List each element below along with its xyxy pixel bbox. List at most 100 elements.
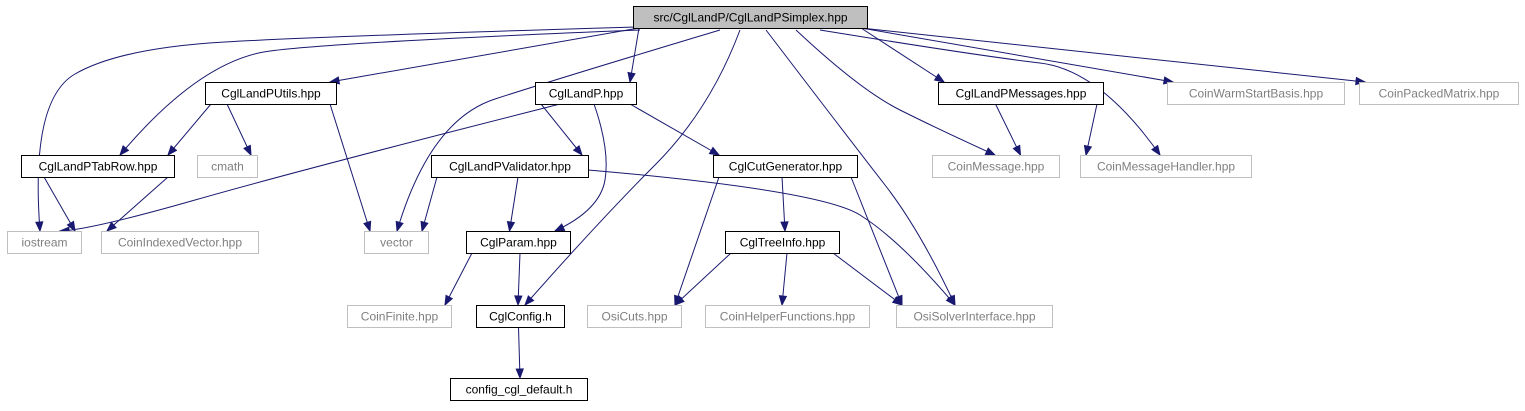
edge-root-to-tabrow-arrowhead [119,145,130,157]
edge-root-to-config [524,29,741,306]
node-packed-box [1359,82,1519,105]
node-messages[interactable]: CglLandPMessages.hpp [938,82,1104,105]
node-helper-box [705,305,870,328]
node-treeinfo-box [725,231,840,254]
node-iostream-box [7,231,82,254]
node-coinmsg-label: CoinMessage.hpp [948,160,1045,174]
edge-landp-to-validator [540,103,583,156]
edge-cutgen-to-treeinfo-arrowhead [780,221,789,233]
edge-treeinfo-to-solver-arrowhead [891,295,904,306]
edge-root-to-utils [329,27,640,83]
edge-tabrow-to-iostream-arrowhead [66,220,76,233]
node-cutgen-label: CglCutGenerator.hpp [729,160,843,174]
edge-validator-to-param-arrowhead [506,220,516,233]
edge-treeinfo-to-solver [832,252,903,306]
edge-root-to-solver [765,29,956,306]
node-indexed: CoinIndexedVector.hpp [101,231,259,254]
node-msghandler-box [1080,155,1252,178]
edge-tabrow-to-indexed [106,176,169,232]
node-param-box [466,231,571,254]
node-coinmsg: CoinMessage.hpp [932,155,1060,178]
node-indexed-box [101,231,259,254]
edge-tabrow-to-indexed-arrowhead [105,221,117,232]
edge-utils-to-vector-arrowhead [363,220,372,233]
node-root[interactable]: src/CglLandP/CglLandPSimplex.hpp [633,6,868,29]
edge-treeinfo-to-osicuts-arrowhead [673,295,685,306]
edge-validator-to-solver [587,169,956,306]
node-treeinfo[interactable]: CglTreeInfo.hpp [725,231,840,254]
node-solver-box [896,305,1053,328]
node-landp[interactable]: CglLandP.hpp [535,82,637,105]
edge-utils-to-cmath-arrowhead [243,144,252,157]
edge-messages-to-coinmsg-arrowhead [1012,144,1022,157]
node-helper: CoinHelperFunctions.hpp [705,305,870,328]
node-osicuts-box [587,305,682,328]
node-wsbasis-label: CoinWarmStartBasis.hpp [1189,87,1324,101]
edge-root-to-landp-arrowhead [627,71,636,84]
edge-root-to-iostream [37,26,637,232]
node-vector-box [364,231,429,254]
edges-layer [35,26,1367,380]
edge-utils-to-vector [329,103,371,232]
node-tabrow-box [21,155,175,178]
edge-param-to-finite [444,252,473,306]
edge-cutgen-to-osicuts [674,176,720,306]
node-cfgdefault[interactable]: config_cgl_default.h [450,378,588,401]
node-packed-label: CoinPackedMatrix.hpp [1379,87,1500,101]
edge-root-to-vector-arrowhead [395,220,404,233]
node-osicuts: OsiCuts.hpp [587,305,682,328]
edge-root-to-config-arrowhead [524,295,535,307]
node-utils[interactable]: CglLandPUtils.hpp [205,82,337,105]
edge-root-to-coinmsg-arrowhead [984,147,997,156]
node-wsbasis: CoinWarmStartBasis.hpp [1167,82,1345,105]
edge-root-to-messages-arrowhead [933,73,946,83]
node-vector-label: vector [380,236,413,250]
node-landp-label: CglLandP.hpp [549,87,624,101]
node-cmath-label: cmath [211,160,244,174]
node-iostream: iostream [7,231,82,254]
edge-landp-to-param-arrowhead [553,223,566,232]
edge-root-to-iostream-arrowhead [35,221,44,233]
edge-root-to-coinmsg [795,29,996,156]
node-solver: OsiSolverInterface.hpp [896,305,1053,328]
edge-root-to-tabrow [119,29,641,156]
edge-validator-to-solver-arrowhead [945,295,956,307]
node-config-box [476,305,565,328]
edge-root-to-msghandler-arrowhead [1151,144,1161,157]
edge-landp-to-cutgen-arrowhead [708,146,721,156]
edge-landp-to-cutgen [629,103,720,156]
node-osicuts-label: OsiCuts.hpp [601,310,667,324]
node-msghandler-label: CoinMessageHandler.hpp [1097,160,1235,174]
edge-validator-to-vector-arrowhead [420,220,429,233]
node-validator[interactable]: CglLandPValidator.hpp [431,155,589,178]
node-messages-box [938,82,1104,105]
node-cutgen-box [713,155,858,178]
node-cmath-box [197,155,258,178]
node-solver-label: OsiSolverInterface.hpp [913,310,1035,324]
node-config[interactable]: CglConfig.h [476,305,565,328]
node-utils-box [205,82,337,105]
edge-config-to-cfgdefault-arrowhead [515,368,524,380]
node-cfgdefault-label: config_cgl_default.h [466,383,573,397]
node-validator-box [431,155,589,178]
node-config-label: CglConfig.h [489,310,552,324]
node-coinmsg-box [932,155,1060,178]
node-finite: CoinFinite.hpp [347,305,452,328]
edge-param-to-config-arrowhead [514,295,523,307]
edge-root-to-wsbasis [860,27,1174,83]
node-msghandler: CoinMessageHandler.hpp [1080,155,1252,178]
node-param[interactable]: CglParam.hpp [466,231,571,254]
edge-treeinfo-to-helper-arrowhead [778,295,788,307]
node-root-box [633,6,868,29]
node-iostream-label: iostream [21,236,67,250]
node-param-label: CglParam.hpp [480,236,557,250]
edge-root-to-messages [860,27,945,83]
node-cutgen[interactable]: CglCutGenerator.hpp [713,155,858,178]
edge-messages-to-msghandler-arrowhead [1083,144,1093,157]
node-tabrow[interactable]: CglLandPTabRow.hpp [21,155,175,178]
node-validator-label: CglLandPValidator.hpp [449,160,571,174]
node-indexed-label: CoinIndexedVector.hpp [118,236,242,250]
node-finite-box [347,305,452,328]
node-finite-label: CoinFinite.hpp [361,310,439,324]
